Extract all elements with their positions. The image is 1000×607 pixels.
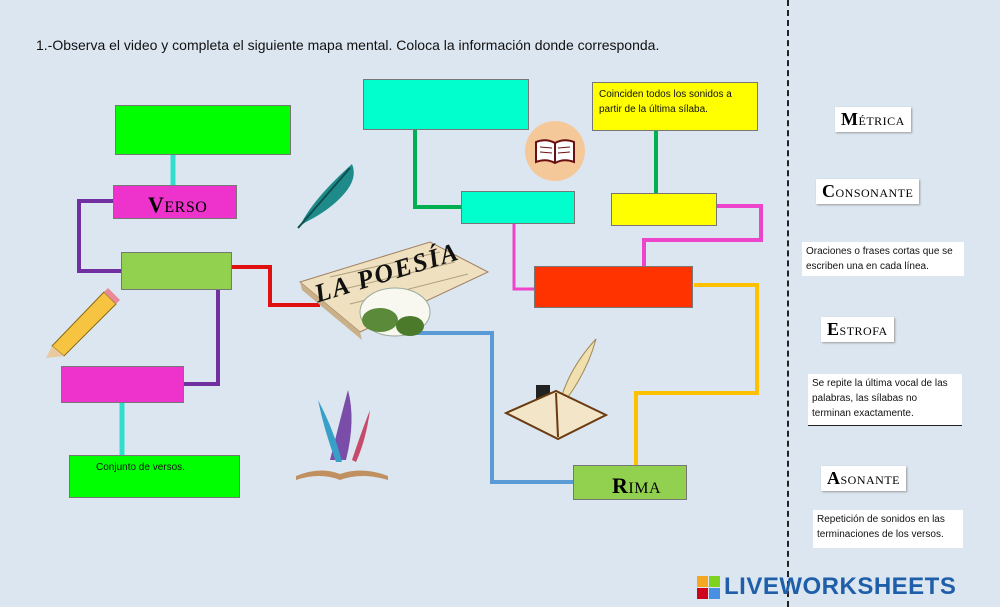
conjunto-box: Conjunto de versos. [69, 455, 240, 498]
feather-icon [292, 160, 360, 230]
term-metrica[interactable]: MÉTRICA [835, 107, 911, 132]
def-repite-text: Se repite la última vocal de las palabra… [812, 378, 948, 419]
def-repeticion-text: Repetición de sonidos en las terminacion… [817, 514, 945, 540]
def-oraciones[interactable]: Oraciones o frases cortas que se escribe… [802, 242, 964, 276]
asonante-initial: A [827, 468, 841, 488]
rima-box: RIMA [573, 465, 687, 500]
def-oraciones-text: Oraciones o frases cortas que se escribe… [806, 246, 953, 272]
blank-box-lightgreen[interactable] [121, 252, 232, 290]
rima-rest: IMA [628, 480, 661, 497]
term-consonante[interactable]: CONSONANTE [816, 179, 919, 204]
consonante-initial: C [822, 181, 836, 201]
blank-box-cyan-top[interactable] [363, 79, 529, 130]
blank-box-yellow[interactable] [611, 193, 717, 226]
pencil-icon [42, 284, 122, 359]
book-icon [524, 120, 586, 182]
metrica-initial: M [841, 109, 859, 129]
estrofa-rest: STROFA [840, 324, 888, 338]
estrofa-initial: E [827, 319, 840, 339]
conjunto-text: Conjunto de versos. [96, 462, 185, 473]
def-repite[interactable]: Se repite la última vocal de las palabra… [808, 374, 962, 426]
poesia-book-image: LA POESÍA [290, 222, 490, 360]
blank-box-magenta[interactable] [61, 366, 184, 403]
metrica-rest: ÉTRICA [859, 114, 905, 128]
inkwell-book-icon [502, 335, 610, 440]
asonante-rest: SONANTE [841, 473, 901, 487]
term-estrofa[interactable]: ESTROFA [821, 317, 894, 342]
rima-initial: R [612, 473, 628, 498]
verso-box: VERSO [113, 185, 237, 219]
term-asonante[interactable]: ASONANTE [821, 466, 906, 491]
verso-initial: V [148, 192, 164, 217]
quill-book-icon [290, 380, 392, 485]
logo-icon [697, 576, 720, 599]
verso-rest: ERSO [164, 199, 207, 216]
coinciden-box: Coinciden todos los sonidos a partir de … [592, 82, 758, 131]
logo-text: LIVEWORKSHEETS [724, 573, 956, 601]
blank-box-orange[interactable] [534, 266, 693, 308]
coinciden-text: Coinciden todos los sonidos a partir de … [599, 89, 732, 115]
blank-box-green[interactable] [115, 105, 291, 155]
def-repeticion[interactable]: Repetición de sonidos en las terminacion… [813, 510, 963, 548]
liveworksheets-logo: LIVEWORKSHEETS [697, 572, 956, 602]
consonante-rest: ONSONANTE [836, 186, 914, 200]
blank-box-cyan-mid[interactable] [461, 191, 575, 224]
